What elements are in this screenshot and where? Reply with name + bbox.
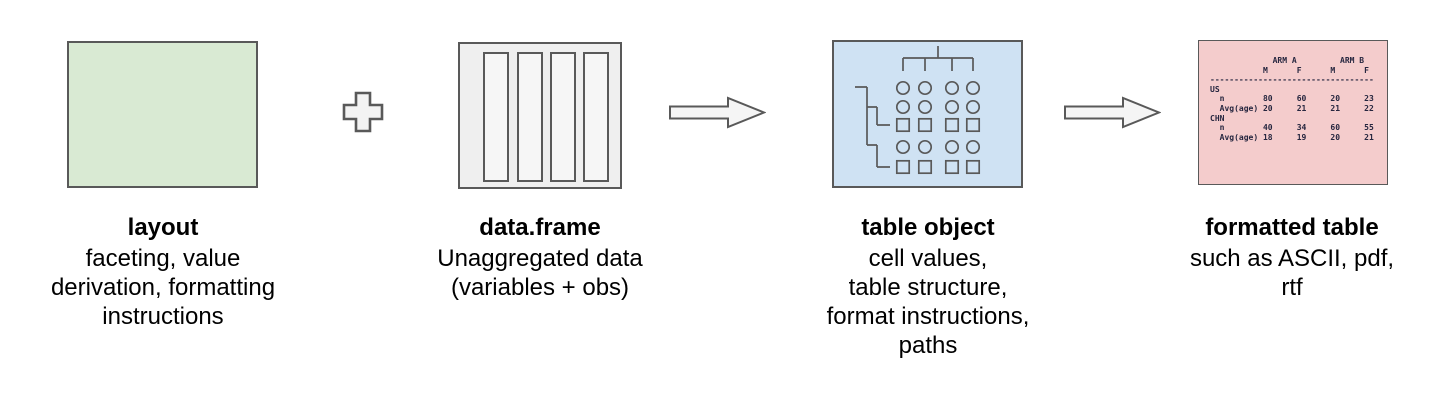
- arrow-right-icon: [1064, 96, 1161, 129]
- dataframe-box: [458, 42, 622, 189]
- stage-label-table-object: table object cell values, table structur…: [788, 212, 1068, 360]
- stage-label-dataframe: data.frame Unaggregated data (variables …: [400, 212, 680, 302]
- stage-label-formatted-table: formatted table such as ASCII, pdf, rtf: [1152, 212, 1432, 302]
- layout-box: [67, 41, 258, 188]
- stage-description-line: rtf: [1281, 274, 1303, 301]
- stage-description-line: paths: [898, 332, 958, 359]
- stage-description-line: instructions: [102, 303, 224, 330]
- column-tree-icon: [902, 46, 974, 71]
- cell-grid-icon: [895, 80, 981, 175]
- formatted-table-box: ARM A ARM B M F M F --------------------…: [1198, 40, 1388, 185]
- stage-title: layout: [127, 214, 199, 241]
- stage-title: formatted table: [1205, 214, 1379, 241]
- arrow-right-icon: [669, 96, 766, 129]
- dataframe-column-bar: [483, 52, 509, 182]
- ascii-table: ARM A ARM B M F M F --------------------…: [1210, 56, 1374, 142]
- table-object-box: [832, 40, 1023, 188]
- stage-title: data.frame: [479, 214, 601, 241]
- stage-title: table object: [861, 214, 995, 241]
- row-tree-icon: [855, 86, 890, 168]
- stage-description-line: cell values,: [868, 245, 988, 272]
- dataframe-column-bar: [550, 52, 576, 182]
- dataframe-column-bar: [517, 52, 543, 182]
- stage-description-line: Unaggregated data: [437, 245, 643, 272]
- stage-label-layout: layout faceting, value derivation, forma…: [23, 212, 303, 331]
- stage-description-line: derivation, formatting: [50, 274, 276, 301]
- plus-icon: [342, 91, 384, 133]
- stage-description-line: format instructions,: [826, 303, 1030, 330]
- dataframe-column-bar: [583, 52, 609, 182]
- stage-description-line: (variables + obs): [450, 274, 630, 301]
- stage-description-line: table structure,: [848, 274, 1008, 301]
- table-structure-illustration: [855, 46, 981, 175]
- stage-description-line: such as ASCII, pdf,: [1189, 245, 1395, 272]
- stage-description-line: faceting, value: [85, 245, 241, 272]
